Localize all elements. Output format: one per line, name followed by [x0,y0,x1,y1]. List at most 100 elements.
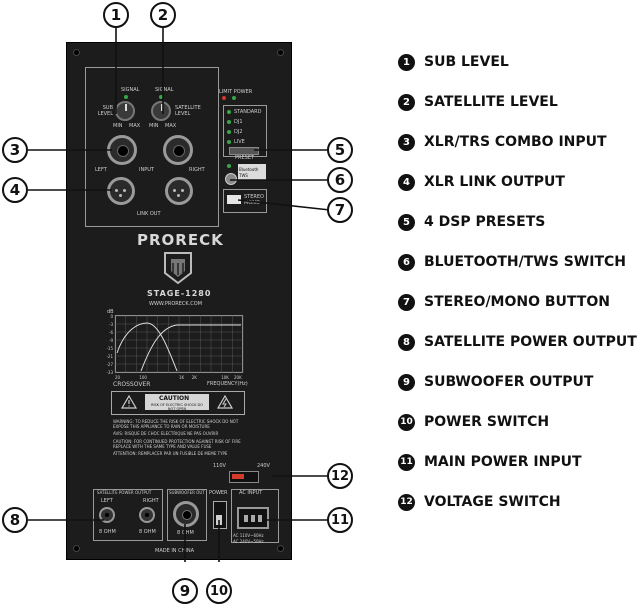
preset-dj1-label: DJ1 [234,119,243,125]
y-tick-label: -33 [106,370,113,375]
legend-item-dsp-presets: 5 4 DSP PRESETS [398,211,545,233]
attention-text: ATTENTION: REMPLACER PAR UN FUSIBLE DE M… [113,451,228,456]
dsp-presets-box [223,105,267,157]
legend-label: BLUETOOTH/TWS SWITCH [424,254,626,270]
sat-signal-led [159,95,163,99]
xlr-link-output-left[interactable] [107,177,135,205]
stereo-mono-button[interactable] [227,195,241,204]
legend-item-sub-level: 1 SUB LEVEL [398,51,509,73]
amplifier-panel: SIGNAL SUB LEVEL MIN MAX SIGNAL SATELLIT… [66,42,292,560]
legend-number: 1 [398,53,415,71]
callout-6: 6 [327,167,353,193]
frequency-label: FREQUENCY(Hz) [207,381,248,387]
input-group-box [85,67,219,227]
caution-box [111,391,245,415]
legend-label: 4 DSP PRESETS [424,214,546,230]
preset-button[interactable] [229,147,259,155]
callout-1: 1 [103,2,129,28]
caution-subtitle: RISK OF ELECTRIC SHOCK DO NOT OPEN [151,403,203,411]
x-tick-label: 2K [192,375,198,380]
satellite-output-left-jack[interactable] [99,507,115,523]
screw-icon [277,545,284,552]
legend-label: XLR/TRS COMBO INPUT [424,134,607,150]
subwoofer-output-box [167,489,207,541]
bluetooth-label-plate [238,164,266,180]
bluetooth-tws-switch[interactable] [225,173,237,185]
main-power-input-socket[interactable] [237,507,269,529]
preset-label: PRESET [235,155,255,161]
sat-max-label: MAX [165,123,177,129]
preset-dj2-label: DJ2 [234,129,243,135]
legend-label: POWER SWITCH [424,414,550,430]
preset-live-label: LIVE [234,139,245,145]
db-label: dB [107,309,114,315]
satellite-level-label: SATELLITE LEVEL [175,105,201,117]
subwoofer-out-label: SUBWOOFER OUT [169,490,205,495]
legend-number: 11 [398,453,415,471]
input-label: INPUT [139,167,154,173]
legend-label: STEREO/MONO BUTTON [424,294,610,310]
preset-led [227,110,231,114]
crossover-label: CROSSOVER [113,381,151,388]
limit-led [222,96,226,100]
satellite-response-curve [140,324,241,372]
legend-number: 9 [398,373,415,391]
legend-item-xlr-link: 4 XLR LINK OUTPUT [398,171,565,193]
legend-item-combo-input: 3 XLR/TRS COMBO INPUT [398,131,607,153]
avis-text: AVIS: RISQUE DE CHOC ELECTRIQUE NE PAS O… [113,431,219,436]
y-tick-label: -27 [106,362,113,367]
sat-min-label: MIN [149,123,159,129]
legend-number: 12 [398,493,415,511]
legend-item-satellite-power: 8 SATELLITE POWER OUTPUT [398,331,637,353]
subwoofer-output-jack[interactable] [173,501,199,527]
sub-response-curve [116,322,178,372]
voltage-switch[interactable] [229,471,259,483]
preset-led [227,120,231,124]
ac-spec-1: AC 110V~60Hz [233,533,264,538]
callout-5: 5 [327,137,353,163]
callout-7: 7 [327,197,353,223]
callout-12: 12 [327,463,353,489]
legend-number: 7 [398,293,415,311]
legend-item-stereo-mono: 7 STEREO/MONO BUTTON [398,291,610,313]
limit-power-label: LIMIT POWER [219,89,253,95]
legend-label: MAIN POWER INPUT [424,454,582,470]
sub-signal-led [124,95,128,99]
xlr-trs-combo-input-right[interactable] [163,135,193,165]
satellite-output-right-jack[interactable] [139,507,155,523]
legend-item-satellite-level: 2 SATELLITE LEVEL [398,91,558,113]
brand-logo-text: PRORECK [137,231,224,249]
y-tick-label: -15 [106,346,113,351]
made-in-label: MADE IN CHINA [155,548,195,554]
callout-10: 10 [206,578,232,604]
satellite-output-box [93,489,163,541]
screw-icon [277,49,284,56]
y-tick-label: -3 [109,322,113,327]
y-tick-label: 0 [110,314,113,319]
sub-max-label: MAX [129,123,141,129]
screw-icon [73,545,80,552]
legend-label: SATELLITE POWER OUTPUT [424,334,637,350]
right-label: RIGHT [189,167,205,173]
legend-item-main-power: 11 MAIN POWER INPUT [398,451,582,473]
power-led [232,96,236,100]
legend-number: 4 [398,173,415,191]
bluetooth-tws-label: Bluetooth TWS [239,167,259,178]
sub-min-label: MIN [113,123,123,129]
legend-label: VOLTAGE SWITCH [424,494,561,510]
sat-signal-label: SIGNAL [155,87,174,93]
stereo-mono-label: STEREO MONO [244,194,264,206]
satellite-level-knob[interactable] [151,101,171,121]
sat-right-ohm: 8 OHM [139,529,156,535]
xlr-link-output-right[interactable] [165,177,193,205]
preset-standard-label: STANDARD [234,109,262,115]
screw-icon [73,49,80,56]
caution2-text: CAUTION: FOR CONTINUED PROTECTION AGAINS… [113,439,241,449]
v110-label: 110V [213,463,226,469]
x-tick-label: 100 [139,375,147,380]
y-tick-label: -9 [109,338,113,343]
ac-input-box [231,489,279,543]
callout-8: 8 [2,507,28,533]
